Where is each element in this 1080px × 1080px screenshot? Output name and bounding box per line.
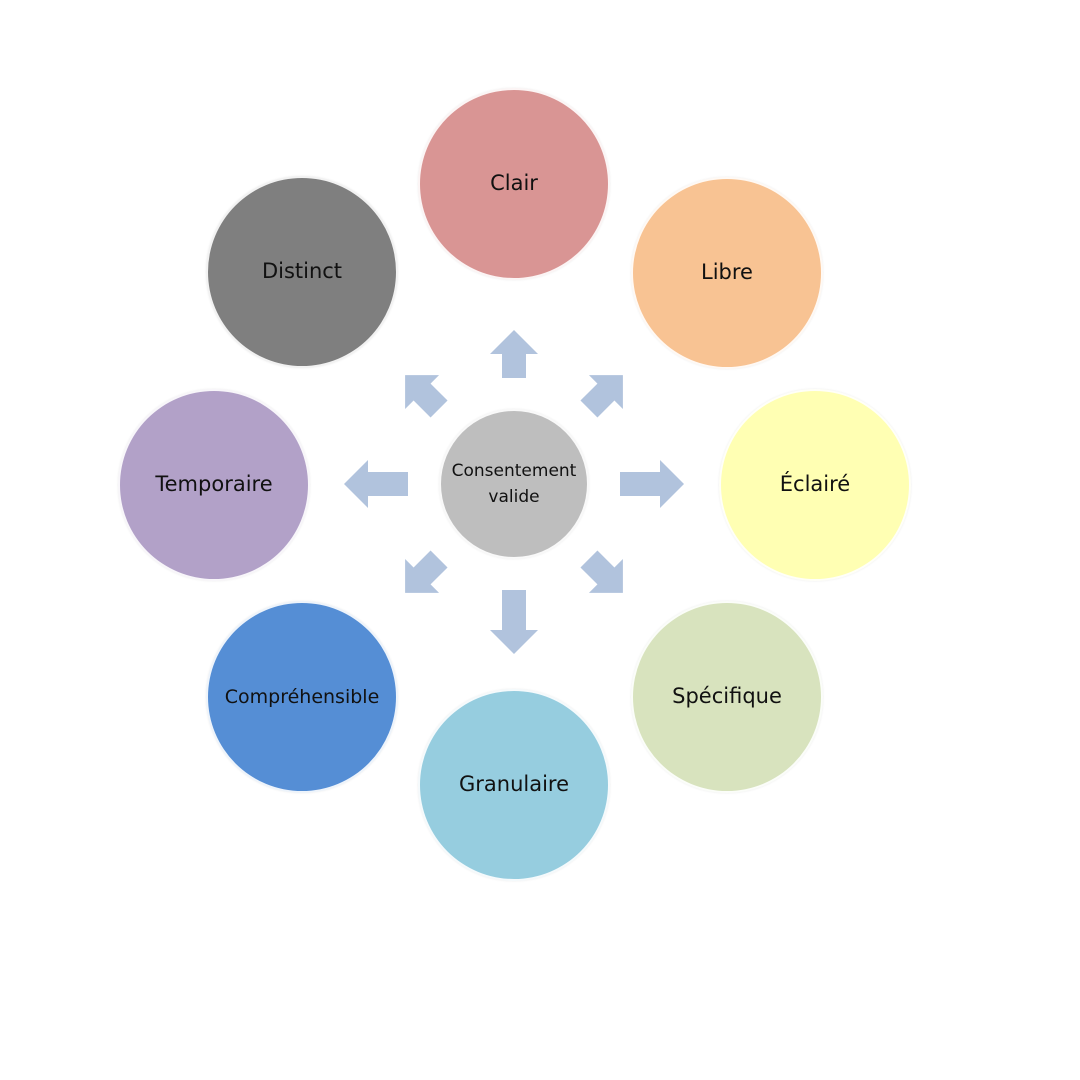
node-libre-label: Libre bbox=[701, 260, 753, 285]
node-temporaire-label: Temporaire bbox=[155, 472, 273, 497]
node-distinct: Distinct bbox=[206, 176, 398, 368]
center-label-line1: Consentement bbox=[451, 460, 577, 481]
arrow-down-right bbox=[580, 550, 623, 593]
node-libre: Libre bbox=[631, 177, 823, 369]
node-granulaire-label: Granulaire bbox=[458, 772, 570, 797]
node-clair-label: Clair bbox=[490, 171, 538, 196]
arrow-left bbox=[344, 460, 408, 508]
center-label: Consentement valide bbox=[446, 458, 583, 511]
arrow-right bbox=[620, 460, 684, 508]
center-label-line2: valide bbox=[488, 487, 540, 507]
node-clair: Clair bbox=[418, 88, 610, 280]
arrow-down-left bbox=[405, 550, 448, 593]
arrow-up-right bbox=[580, 375, 623, 418]
arrow-down bbox=[490, 590, 538, 654]
node-specifique-label: Spécifique bbox=[672, 684, 782, 709]
arrow-up-left bbox=[405, 375, 448, 418]
center-circle: Consentement valide bbox=[439, 409, 589, 559]
node-eclaire-label: Éclairé bbox=[779, 472, 851, 497]
node-comprehensible: Compréhensible bbox=[206, 601, 398, 793]
node-temporaire: Temporaire bbox=[118, 389, 310, 581]
node-specifique: Spécifique bbox=[631, 601, 823, 793]
node-granulaire: Granulaire bbox=[418, 689, 610, 881]
node-distinct-label: Distinct bbox=[261, 259, 343, 284]
arrow-up bbox=[490, 330, 538, 378]
node-comprehensible-label: Compréhensible bbox=[224, 685, 380, 708]
node-eclaire: Éclairé bbox=[719, 389, 911, 581]
